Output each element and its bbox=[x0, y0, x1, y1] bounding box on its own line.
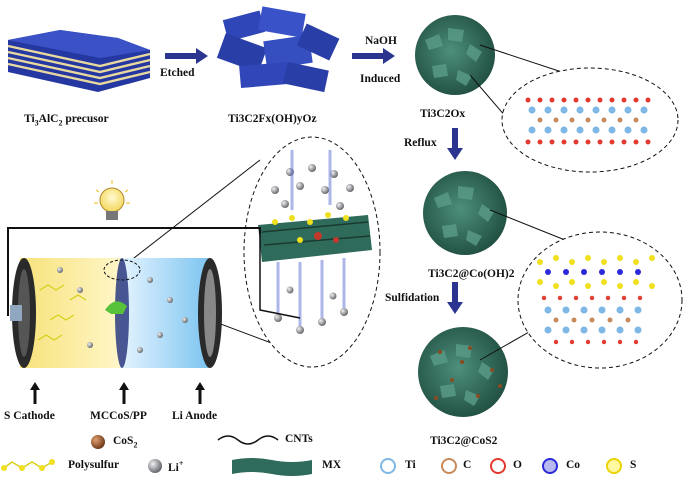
legend-polysulfur: Polysulfur bbox=[68, 459, 120, 471]
legend-icons bbox=[1, 435, 622, 476]
naoh-step-label: NaOH bbox=[365, 35, 397, 47]
anode-label: Li Anode bbox=[172, 410, 218, 422]
legend-co: Co bbox=[566, 459, 581, 471]
zoom-ellipse-cos2 bbox=[517, 231, 683, 369]
cos2-legend-icon bbox=[91, 435, 105, 449]
li-legend-icon bbox=[148, 459, 162, 473]
induced-step-label: Induced bbox=[360, 73, 401, 85]
legend-o: O bbox=[513, 459, 522, 471]
etched-mxene-flakes bbox=[216, 6, 340, 93]
cnts-legend-icon bbox=[217, 435, 279, 445]
ti3c2-cooh-cluster bbox=[423, 171, 507, 255]
legend-ti: Ti bbox=[405, 459, 416, 471]
etched-step-label: Etched bbox=[160, 67, 195, 79]
etched-mxene-label: Ti3C2Fx(OH)yOz bbox=[228, 113, 317, 125]
legend-mx: MX bbox=[322, 459, 342, 471]
sulfidation-step-label: Sulfidation bbox=[385, 292, 440, 304]
legend-c: C bbox=[463, 459, 472, 471]
precursor-label: Ti3AlC2 precusor bbox=[24, 113, 109, 128]
battery-cell bbox=[7, 227, 301, 368]
ti3c2ox-label: Ti3C2Ox bbox=[420, 108, 466, 120]
ti3c2-cos2-cluster bbox=[418, 327, 508, 417]
component-pointer-arrows bbox=[30, 382, 205, 404]
ti-legend-icon bbox=[380, 458, 396, 474]
o-legend-icon bbox=[490, 458, 506, 474]
separator-zoom-detail bbox=[258, 150, 372, 334]
process-arrows bbox=[165, 48, 463, 314]
ti3c2ox-crystal-structure bbox=[525, 97, 651, 145]
cos2-crystal-structure bbox=[537, 255, 655, 345]
separator-label: MCCoS/PP bbox=[90, 410, 147, 422]
mx-legend-icon bbox=[232, 458, 312, 476]
s-legend-icon bbox=[606, 458, 622, 474]
ti3alc2-layered-block bbox=[7, 30, 151, 92]
ti3c2-cooh-label: Ti3C2@Co(OH)2 bbox=[428, 268, 515, 280]
legend-cnts: CNTs bbox=[285, 433, 313, 445]
legend-cos2: CoS2 bbox=[113, 435, 138, 450]
legend-li: Li+ bbox=[168, 459, 184, 474]
cathode-label: S Cathode bbox=[4, 410, 55, 422]
light-bulb-icon bbox=[94, 180, 130, 220]
co-legend-icon bbox=[542, 458, 558, 474]
reflux-step-label: Reflux bbox=[404, 137, 437, 149]
ti3c2-cos2-label: Ti3C2@CoS2 bbox=[430, 435, 498, 447]
legend-s: S bbox=[630, 459, 637, 471]
ti3c2ox-cluster bbox=[415, 15, 495, 95]
c-legend-icon bbox=[441, 458, 457, 474]
